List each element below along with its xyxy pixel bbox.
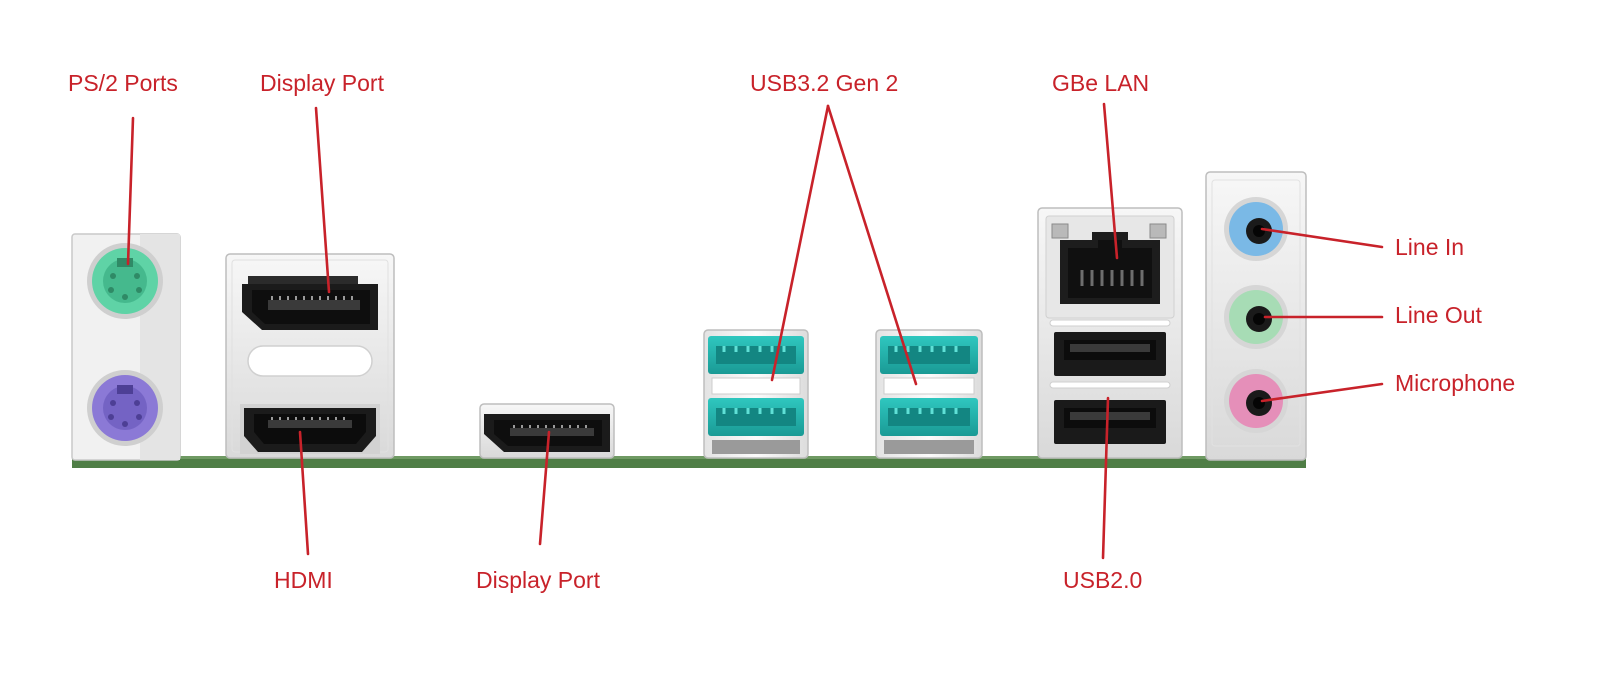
line-in-jack bbox=[1224, 197, 1288, 261]
leader-usb20 bbox=[1101, 396, 1110, 560]
leader-line-in bbox=[1260, 227, 1384, 249]
ps2-mouse-port bbox=[87, 243, 163, 319]
usb20-port-top bbox=[1054, 332, 1166, 376]
leader-ps2 bbox=[126, 116, 135, 266]
leader-usb32-left bbox=[770, 104, 830, 382]
ps2-ports bbox=[71, 233, 181, 461]
ps2-keyboard-port bbox=[87, 370, 163, 446]
label-line-out: Line Out bbox=[1395, 302, 1483, 328]
line-out-jack bbox=[1224, 285, 1288, 349]
label-gbe-lan: GBe LAN bbox=[1052, 70, 1149, 96]
microphone-jack bbox=[1224, 369, 1288, 433]
label-hdmi: HDMI bbox=[274, 567, 333, 593]
hdmi-port bbox=[240, 404, 380, 454]
label-display-port-top: Display Port bbox=[260, 70, 385, 96]
label-usb20: USB2.0 bbox=[1063, 567, 1142, 593]
leader-hdmi bbox=[298, 430, 310, 556]
usb20-port-bottom bbox=[1054, 400, 1166, 444]
leader-mic bbox=[1260, 382, 1384, 403]
label-usb32-gen2: USB3.2 Gen 2 bbox=[750, 70, 898, 96]
label-ps2-ports: PS/2 Ports bbox=[68, 70, 178, 96]
usb32-stack-left bbox=[703, 329, 809, 459]
rj45-lan-port bbox=[1060, 232, 1160, 304]
audio-jack-stack bbox=[1205, 171, 1307, 461]
leader-lan bbox=[1102, 102, 1119, 260]
dp-hdmi-stack bbox=[225, 253, 395, 459]
lan-usb2-stack bbox=[1037, 207, 1183, 459]
label-microphone: Microphone bbox=[1395, 370, 1515, 396]
leader-dp-top bbox=[314, 106, 331, 294]
label-line-in: Line In bbox=[1395, 234, 1464, 260]
label-display-port-bottom: Display Port bbox=[476, 567, 601, 593]
leader-usb32-right bbox=[826, 104, 918, 386]
display-port-top bbox=[242, 276, 378, 330]
usb32-stack-right bbox=[875, 329, 983, 459]
leader-dp-bottom bbox=[538, 430, 551, 546]
